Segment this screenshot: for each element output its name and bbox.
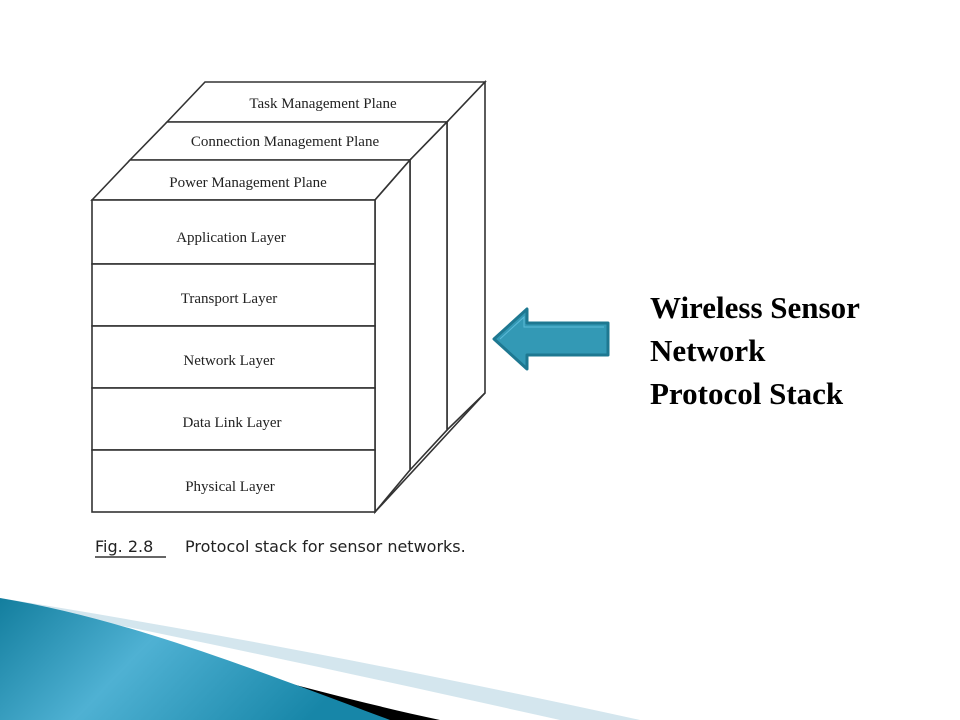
left-arrow-icon [492, 307, 610, 371]
layer-box-transport [91, 263, 376, 327]
slide-title-line-3: Protocol Stack [650, 376, 844, 411]
plane-label-task: Task Management Plane [249, 96, 397, 112]
plane-label-connection: Connection Management Plane [191, 134, 380, 150]
layer-box-application [91, 199, 376, 265]
layer-label-application: Application Layer [176, 230, 286, 246]
slide-title-line-2: Network [650, 333, 766, 368]
layer-box-physical [91, 449, 376, 513]
plane-label-power: Power Management Plane [169, 175, 327, 191]
layer-label-data-link: Data Link Layer [182, 415, 281, 431]
layer-label-physical: Physical Layer [185, 479, 275, 495]
layer-label-transport: Transport Layer [181, 291, 278, 307]
slide-title-line-1: Wireless Sensor [650, 290, 860, 325]
swoosh-highlight [0, 598, 640, 720]
layer-box-data-link [91, 387, 376, 451]
layer-box-network [91, 325, 376, 389]
figure-caption-label: Fig. 2.8 [95, 537, 153, 556]
swoosh-teal [0, 598, 390, 720]
slide-title: Wireless Sensor Network Protocol Stack [650, 286, 940, 415]
stack-bottom-diagonal [374, 392, 486, 513]
task-management-plane-side [446, 79, 486, 432]
connection-management-plane-side [409, 120, 448, 473]
protocol-stack-diagram [90, 79, 487, 515]
layer-label-network: Network Layer [183, 353, 274, 369]
decorative-swoosh [0, 598, 640, 720]
power-management-plane-side [374, 157, 411, 515]
figure-caption-text: Protocol stack for sensor networks. [185, 537, 466, 556]
